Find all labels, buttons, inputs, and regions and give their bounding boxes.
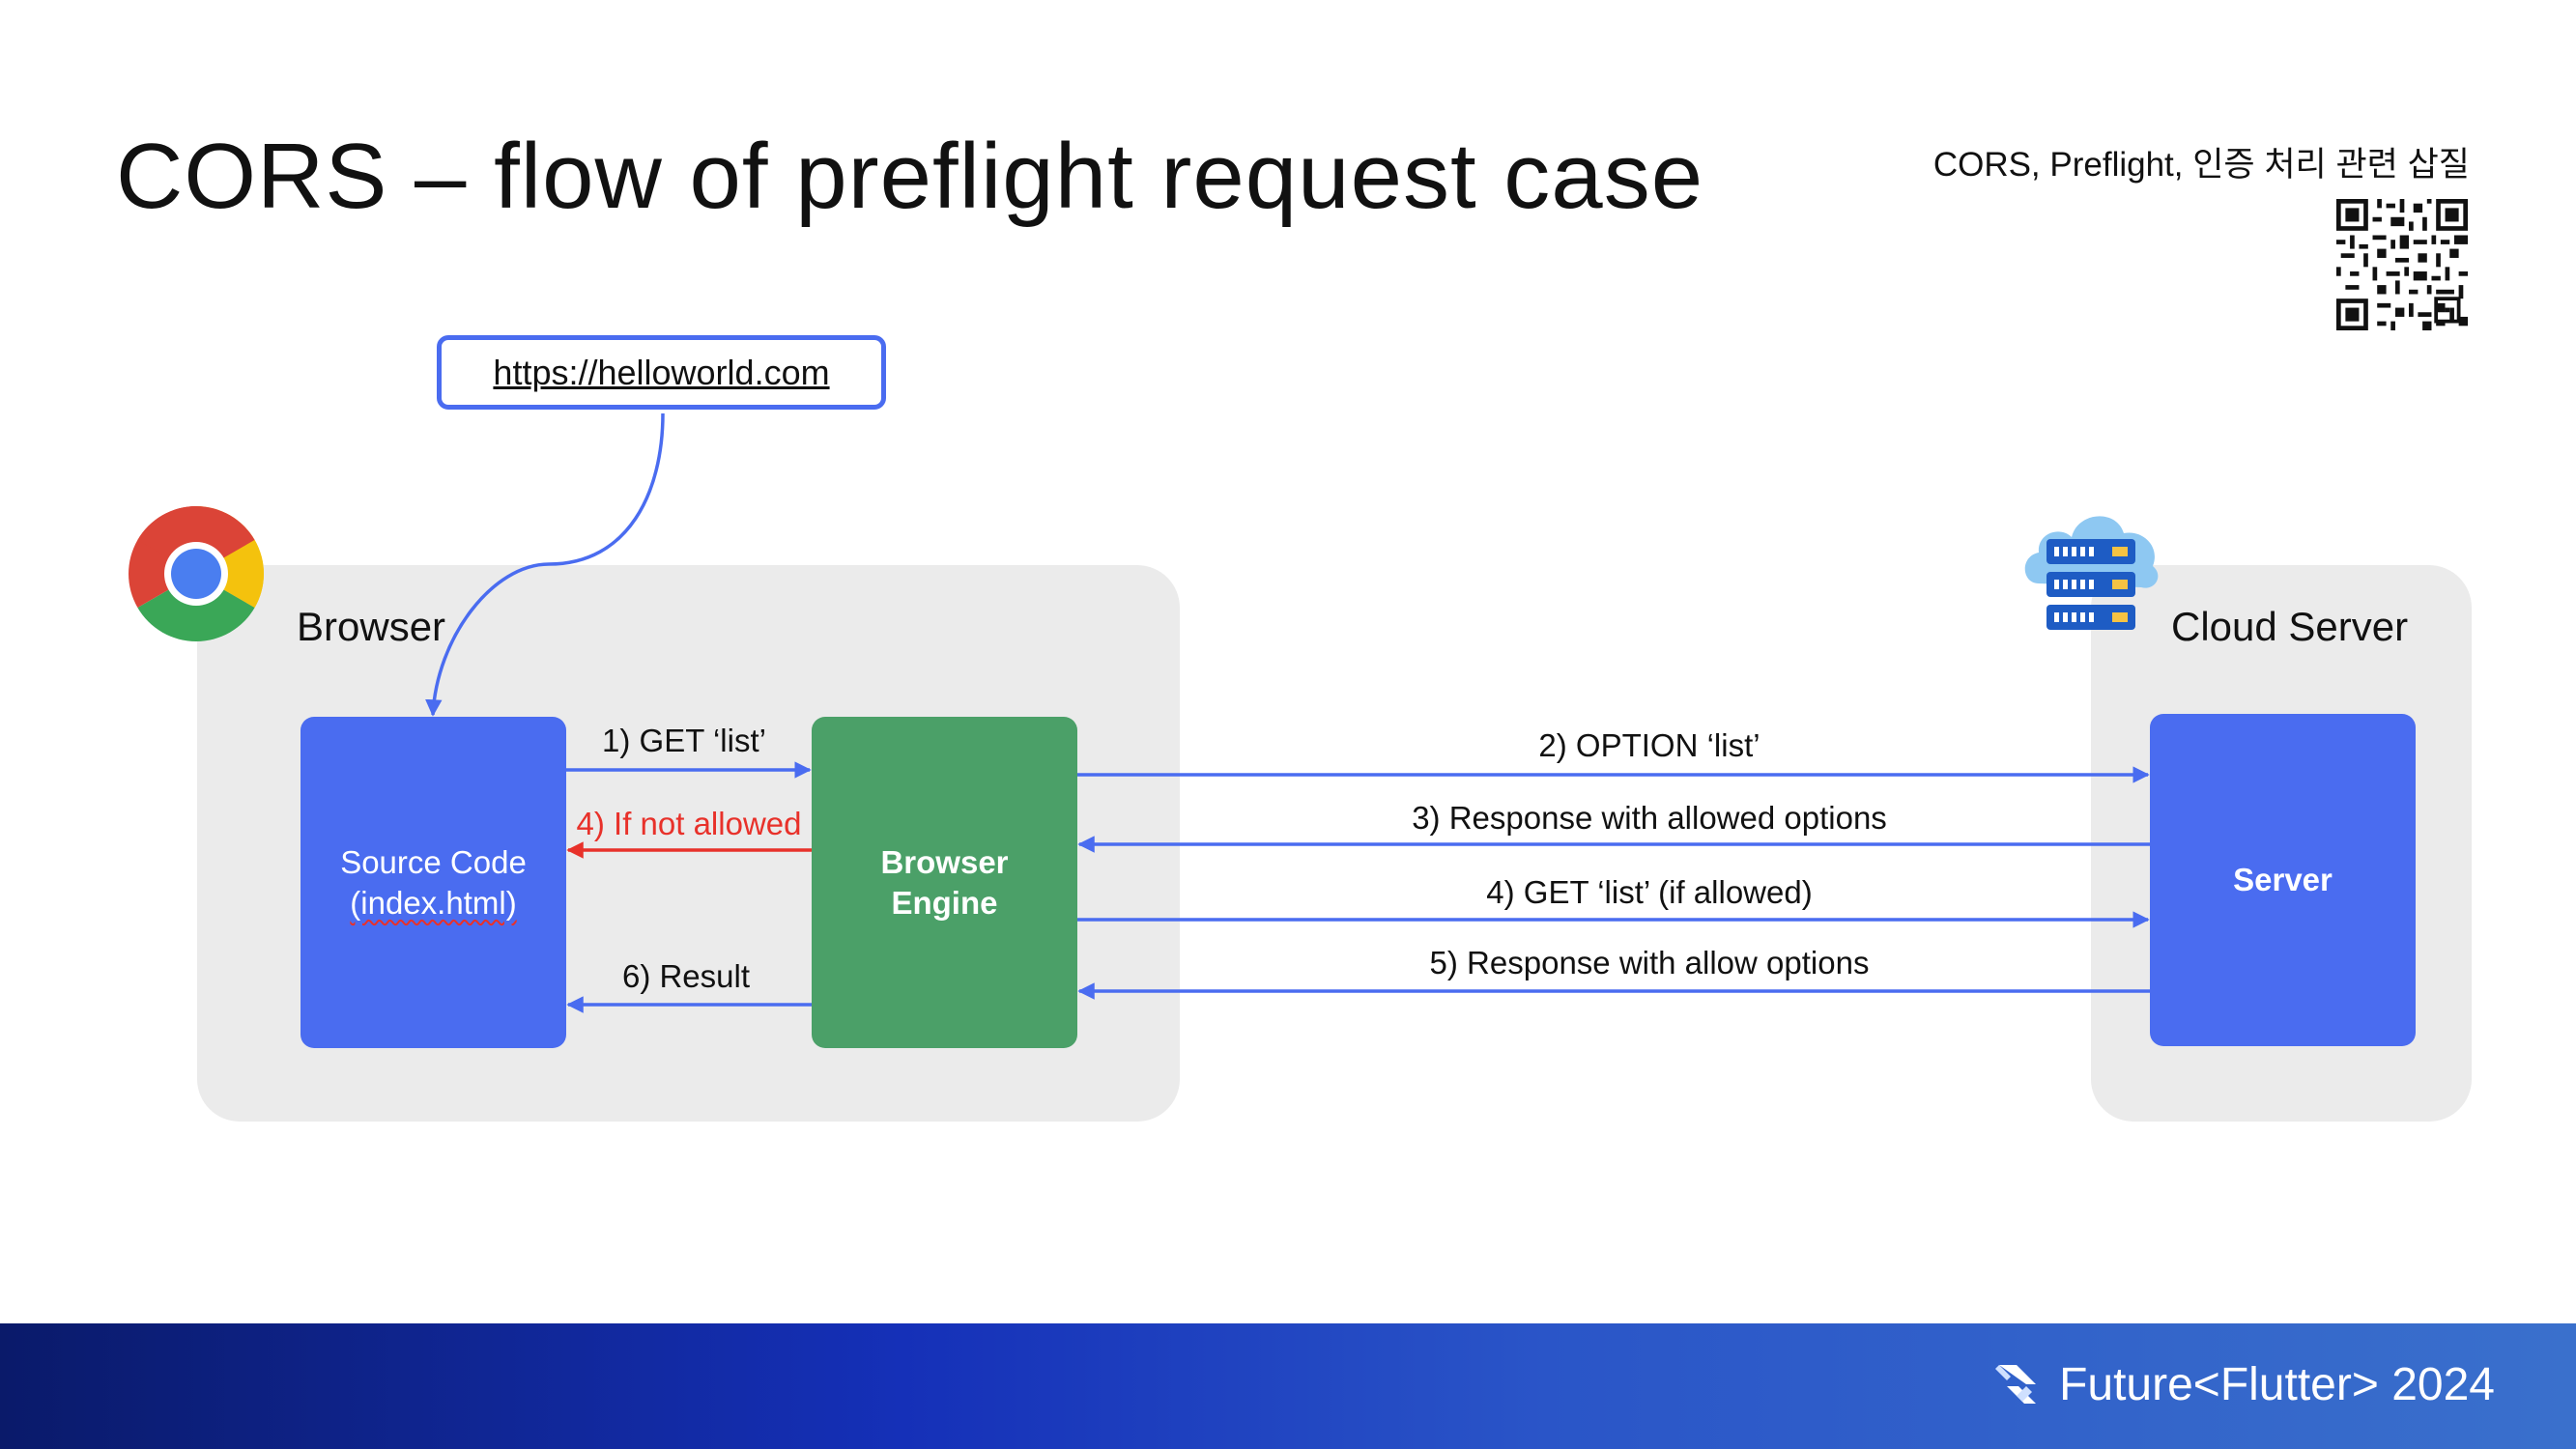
- browser-engine-label-line2: Engine: [891, 884, 998, 921]
- cloud-server-label: Cloud Server: [2171, 604, 2409, 649]
- cloud-server-icon: [2024, 516, 2159, 630]
- source-code-filename: (index.html): [350, 884, 517, 921]
- source-code-block: Source Code (index.html): [301, 717, 566, 1048]
- label-response-allow: 5) Response with allow options: [1429, 945, 1870, 980]
- url-to-source-arrow: [425, 412, 665, 717]
- flutter-logo-icon: [1995, 1364, 2037, 1404]
- server-label: Server: [2233, 862, 2333, 898]
- url-text: https://helloworld.com: [493, 352, 830, 392]
- browser-engine-block: Browser Engine: [812, 717, 1077, 1048]
- label-option: 2) OPTION ‘list’: [1538, 727, 1760, 763]
- browser-label: Browser: [297, 604, 446, 649]
- label-response-allowed: 3) Response with allowed options: [1412, 800, 1887, 836]
- footer-brand-text: Future<Flutter> 2024: [2059, 1359, 2495, 1410]
- page-subtitle: CORS, Preflight, 인증 처리 관련 삽질: [1932, 146, 2470, 184]
- footer-brand: Future<Flutter> 2024: [1993, 1358, 2495, 1411]
- server-block: Server: [2150, 714, 2416, 1046]
- page-title: CORS – flow of preflight request case: [116, 125, 1704, 228]
- label-get-if-allowed: 4) GET ‘list’ (if allowed): [1486, 874, 1813, 910]
- qr-code: [2336, 199, 2468, 330]
- label-result: 6) Result: [621, 958, 751, 994]
- label-not-allowed: 4) If not allowed: [576, 806, 802, 841]
- chrome-icon: [129, 506, 264, 641]
- footer-bar: [0, 1323, 2576, 1449]
- browser-engine-label-line1: Browser: [880, 844, 1009, 881]
- label-get-list: 1) GET ‘list’: [602, 723, 766, 758]
- url-box: https://helloworld.com: [437, 335, 886, 410]
- source-code-label: Source Code: [340, 844, 527, 881]
